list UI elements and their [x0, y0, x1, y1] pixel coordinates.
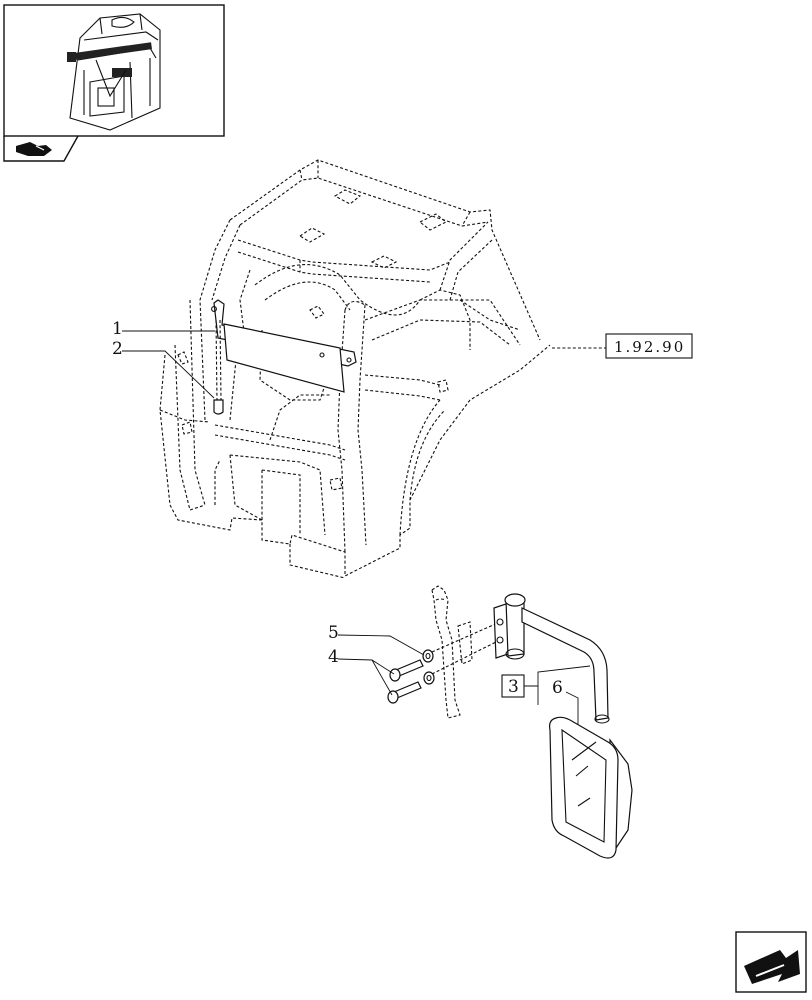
mirror-assembly-drawing [431, 585, 501, 719]
cab-overview-thumbnail [67, 13, 161, 131]
part-washer-upper[interactable] [422, 649, 434, 663]
callout-6: 6 [552, 678, 563, 698]
mirror-head[interactable] [549, 716, 633, 859]
leader-3 [524, 665, 591, 687]
callout-3-box[interactable]: 3 [501, 674, 525, 698]
part-washer-lower[interactable] [423, 671, 435, 685]
leader-2 [122, 350, 215, 399]
leader-4 [337, 658, 395, 696]
part-bolt-upper[interactable] [389, 659, 424, 682]
callout-3: 3 [508, 677, 519, 697]
callout-2: 2 [112, 339, 123, 359]
mirror-bracket[interactable] [493, 593, 526, 660]
next-page-arrow-icon [744, 950, 800, 984]
leader-5 [337, 634, 425, 656]
leader-6 [565, 691, 579, 725]
next-page-button[interactable] [735, 931, 807, 993]
cab-frame-drawing [159, 159, 551, 579]
thumbnail-frame[interactable] [3, 4, 225, 162]
tractor-section-icon [16, 142, 52, 156]
part-rod[interactable] [213, 319, 224, 415]
reference-box[interactable]: 1.92.90 [552, 333, 693, 359]
mirror-arm[interactable] [521, 607, 610, 724]
reference-label: 1.92.90 [614, 338, 685, 356]
callout-1: 1 [112, 319, 123, 339]
callout-5: 5 [328, 623, 339, 643]
part-bolt-lower[interactable] [387, 681, 422, 704]
callout-4: 4 [328, 647, 339, 667]
part-plate[interactable] [211, 299, 357, 393]
